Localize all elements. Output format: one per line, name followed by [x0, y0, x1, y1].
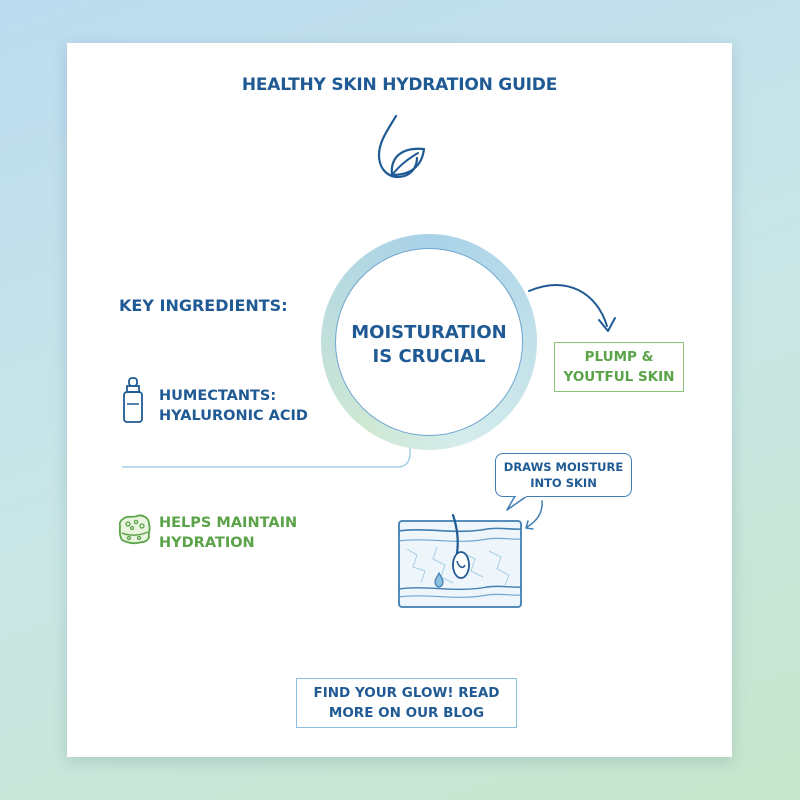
central-ring-inner	[335, 248, 523, 436]
blog-link-line1: Find Your Glow! Read	[313, 685, 500, 701]
outcome-line1: Plump &	[584, 349, 654, 365]
water-drop-leaf-icon	[377, 114, 426, 179]
key-ingredients-heading: Key Ingredients:	[119, 296, 288, 315]
callout-text: Draws Moisture into Skin	[495, 459, 632, 491]
blog-link[interactable]: Find Your Glow! Read More on our Blog	[296, 683, 517, 723]
central-message-line1: Moisturation	[351, 322, 507, 343]
speech-bubble-tail	[506, 495, 528, 511]
speech-bubble-tail-cover	[516, 495, 526, 497]
page-title: Healthy Skin Hydration Guide	[241, 75, 558, 95]
speech-bubble	[495, 453, 632, 497]
skin-layers-icon	[398, 513, 522, 608]
sponge-icon	[118, 514, 151, 545]
callout-line1: Draws Moisture	[503, 460, 624, 474]
helps-line2: Hydration	[159, 535, 255, 551]
outcome-box	[554, 342, 684, 392]
central-message-line2: is crucial	[372, 346, 486, 367]
humectants-line2: Hyaluronic Acid	[159, 408, 308, 424]
humectants-text: Humectants: Hyaluronic Acid	[159, 386, 308, 426]
humectants-line1: Humectants:	[159, 388, 277, 404]
central-ring	[321, 234, 537, 450]
callout-arrow-icon	[525, 500, 543, 530]
serum-bottle-icon	[123, 377, 143, 423]
helps-line1: Helps Maintain	[159, 515, 298, 531]
curved-arrow-icon	[528, 284, 616, 332]
blog-link-line2: More on our Blog	[328, 705, 485, 721]
outcome-text: Plump & Youtful Skin	[554, 347, 684, 387]
central-message: Moisturation is crucial	[321, 321, 537, 369]
callout-line2: into Skin	[530, 476, 597, 490]
blog-link-box[interactable]	[296, 678, 517, 728]
outcome-line2: Youtful Skin	[563, 369, 675, 385]
guide-card: Healthy Skin Hydration Guide Moisturatio…	[67, 43, 732, 757]
helps-text: Helps Maintain Hydration	[159, 513, 297, 553]
